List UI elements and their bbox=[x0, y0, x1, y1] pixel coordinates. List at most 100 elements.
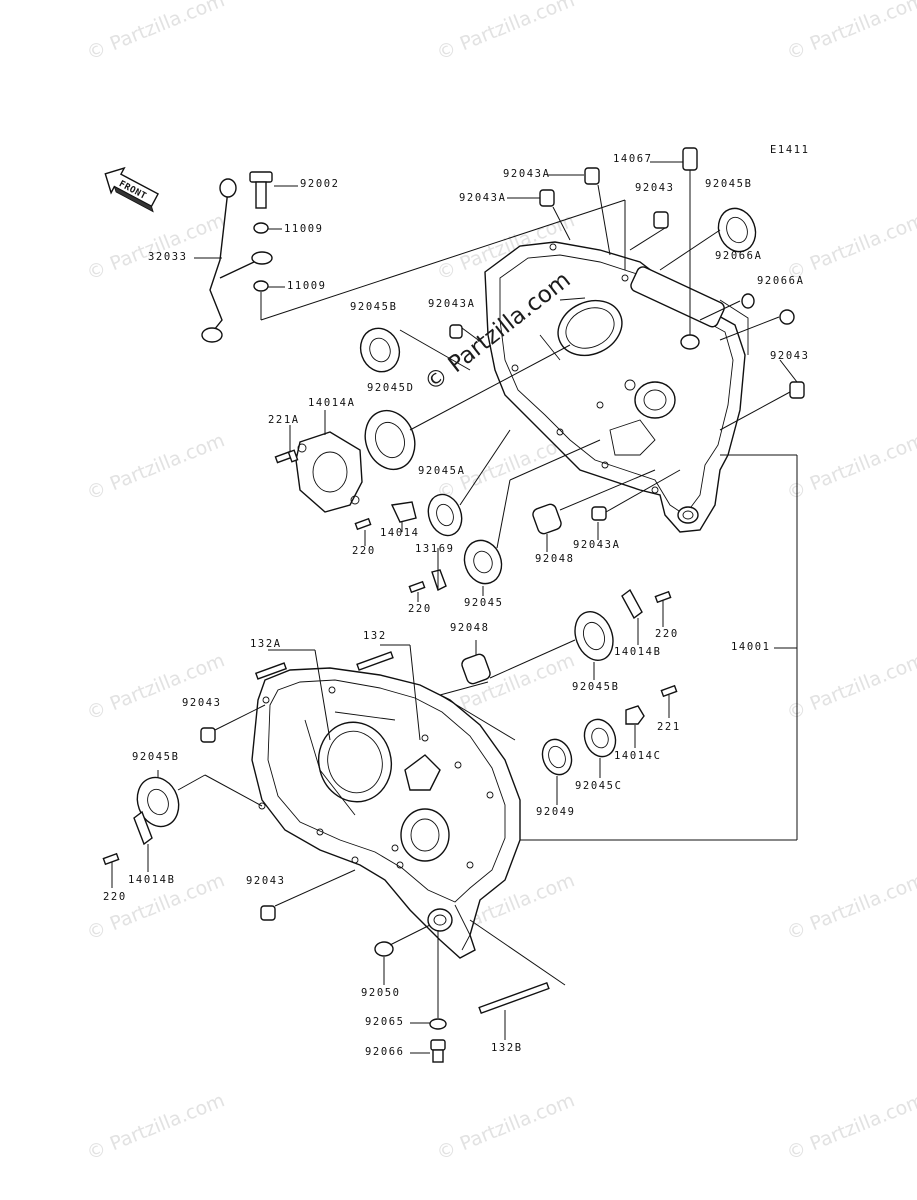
plug-92066 bbox=[430, 1039, 446, 1063]
pin-14067 bbox=[682, 147, 698, 171]
part-label-p92043_3: 92043 bbox=[182, 697, 222, 709]
part-label-p92043_4: 92043 bbox=[246, 875, 286, 887]
watermark-3: © Partzilla.com bbox=[84, 209, 228, 284]
part-label-p220_2: 220 bbox=[408, 603, 432, 615]
watermark-17: © Partzilla.com bbox=[784, 1089, 917, 1164]
seal-92049 bbox=[541, 738, 573, 776]
watermark-8: © Partzilla.com bbox=[784, 429, 917, 504]
part-label-p92066: 92066 bbox=[365, 1046, 405, 1058]
part-label-p92045: 92045 bbox=[464, 597, 504, 609]
part-label-p92045b_3: 92045B bbox=[572, 681, 620, 693]
part-label-p220_3: 220 bbox=[655, 628, 679, 640]
watermark-6: © Partzilla.com bbox=[84, 429, 228, 504]
dowel-92043a-2 bbox=[539, 189, 555, 207]
bracket-14014b-upper bbox=[621, 588, 643, 620]
part-label-p92050: 92050 bbox=[361, 987, 401, 999]
bolt-132b bbox=[478, 981, 550, 1015]
watermark-16: © Partzilla.com bbox=[434, 1089, 578, 1164]
part-label-p92043_1: 92043 bbox=[635, 182, 675, 194]
part-label-p92048_1: 92048 bbox=[535, 553, 575, 565]
seal-92050 bbox=[374, 941, 394, 957]
washer-11009-1 bbox=[253, 222, 269, 234]
part-label-p92045b_2: 92045B bbox=[350, 301, 398, 313]
bolt-132a bbox=[254, 662, 288, 680]
bearing-92045b-mid bbox=[574, 611, 614, 661]
bearings bbox=[136, 207, 757, 828]
part-label-p13169: 13169 bbox=[415, 543, 455, 555]
dowel-92043a-1 bbox=[584, 167, 600, 185]
nut-14014c bbox=[625, 705, 645, 725]
watermark-11: © Partzilla.com bbox=[784, 649, 917, 724]
part-label-p92043_2: 92043 bbox=[770, 350, 810, 362]
washer-11009-2 bbox=[253, 280, 269, 292]
part-label-p92066a_1: 92066A bbox=[715, 250, 763, 262]
part-label-p92066a_2: 92066A bbox=[757, 275, 805, 287]
part-label-p92065: 92065 bbox=[365, 1016, 405, 1028]
part-label-p132: 132 bbox=[363, 630, 387, 642]
diagram-code: E1411 bbox=[770, 144, 810, 156]
watermark-0: © Partzilla.com bbox=[84, 0, 228, 65]
dowel-92043-3 bbox=[200, 727, 216, 743]
lower-crankcase bbox=[251, 667, 521, 959]
bolt-220-3 bbox=[654, 590, 672, 604]
bearing-92045a bbox=[427, 493, 463, 537]
part-label-p132a: 132A bbox=[250, 638, 282, 650]
part-label-p92043a_3: 92043A bbox=[428, 298, 476, 310]
bearing-92045d bbox=[364, 409, 416, 471]
part-label-p14067: 14067 bbox=[613, 153, 653, 165]
part-label-p92043a_1: 92043A bbox=[503, 168, 551, 180]
part-label-p11009_1: 11009 bbox=[284, 223, 324, 235]
dowel-92043a-3 bbox=[449, 324, 463, 339]
bolt-92002 bbox=[249, 171, 273, 209]
ring-92066a-2 bbox=[779, 309, 795, 325]
bushing-92048-upper bbox=[532, 503, 562, 535]
watermark-5: © Partzilla.com bbox=[784, 209, 917, 284]
pipe-32033 bbox=[201, 178, 273, 343]
dowel-92043-1 bbox=[653, 211, 669, 229]
bearing-92045 bbox=[463, 539, 503, 585]
part-label-p132b: 132B bbox=[491, 1042, 523, 1054]
part-label-p221a: 221A bbox=[268, 414, 300, 426]
part-label-p32033: 32033 bbox=[148, 251, 188, 263]
part-label-p14001: 14001 bbox=[731, 641, 771, 653]
part-label-p14014: 14014 bbox=[380, 527, 420, 539]
bearing-92045b-left bbox=[359, 327, 401, 373]
watermark-1: © Partzilla.com bbox=[434, 0, 578, 65]
part-13169 bbox=[431, 569, 447, 591]
bolt-220-1 bbox=[354, 517, 372, 531]
dowel-92043-4 bbox=[260, 905, 276, 921]
plates-and-bolts bbox=[102, 171, 678, 1063]
seals-and-bushings bbox=[200, 147, 805, 957]
bolt-220-4 bbox=[102, 852, 120, 866]
part-label-p11009_2: 11009 bbox=[287, 280, 327, 292]
dowel-92043-2 bbox=[789, 381, 805, 399]
part-label-p92045c: 92045C bbox=[575, 780, 623, 792]
part-label-p14014a: 14014A bbox=[308, 397, 356, 409]
part-label-p92043a_2: 92043A bbox=[459, 192, 507, 204]
bearing-92045b-top bbox=[717, 207, 757, 253]
plate-14014a bbox=[295, 431, 363, 513]
washer-92065 bbox=[429, 1018, 447, 1030]
bolt-221a bbox=[274, 449, 299, 464]
bracket-14014 bbox=[390, 501, 417, 523]
part-label-p92045a: 92045A bbox=[418, 465, 466, 477]
watermark-15: © Partzilla.com bbox=[84, 1089, 228, 1164]
bolt-221 bbox=[660, 684, 678, 698]
bushing-92048-lower bbox=[461, 653, 491, 685]
dowel-92043a-4 bbox=[591, 506, 607, 521]
bearing-92045b-lower bbox=[136, 776, 180, 828]
watermark-9: © Partzilla.com bbox=[84, 649, 228, 724]
part-label-p14014b_1: 14014B bbox=[614, 646, 662, 658]
watermark-14: © Partzilla.com bbox=[784, 869, 917, 944]
leader-lines bbox=[111, 161, 798, 1054]
part-label-p221: 221 bbox=[657, 721, 681, 733]
bolt-220-2 bbox=[408, 580, 426, 594]
ring-92066a-1 bbox=[741, 293, 755, 309]
part-label-p14014c: 14014C bbox=[614, 750, 662, 762]
bracket-14014b-lower bbox=[133, 810, 153, 846]
part-label-p92048_2: 92048 bbox=[450, 622, 490, 634]
part-label-p92049: 92049 bbox=[536, 806, 576, 818]
part-label-p92002: 92002 bbox=[300, 178, 340, 190]
upper-crankcase bbox=[484, 241, 749, 533]
